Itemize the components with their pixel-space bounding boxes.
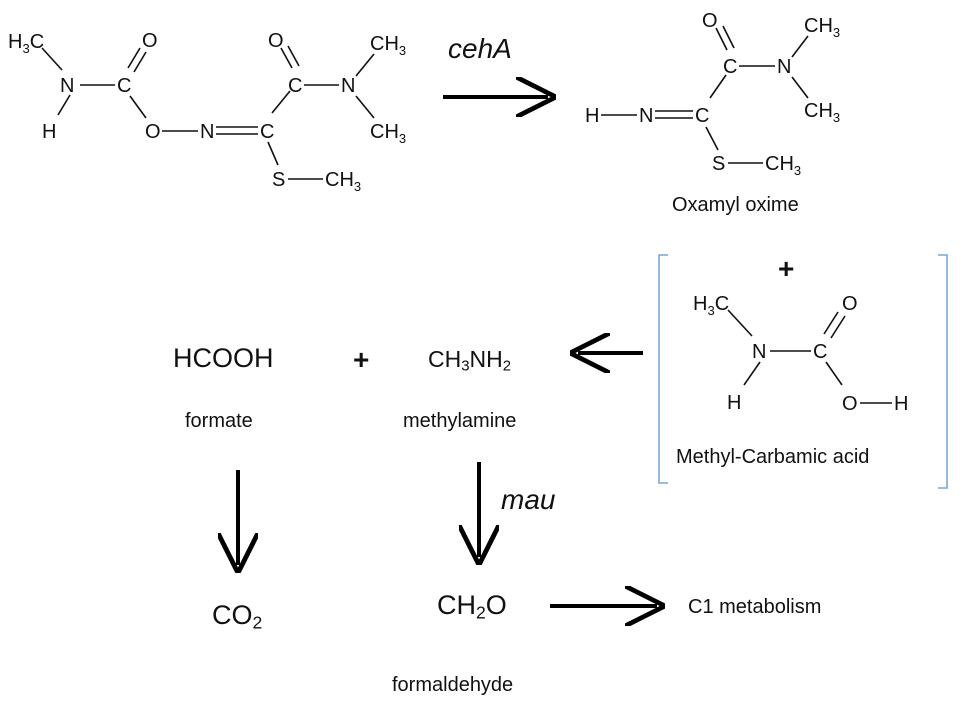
atom-ch3-6: CH3 [765,153,801,178]
formaldehyde-label: formaldehyde [392,674,514,696]
methyl-carbamic-acid-label: Methyl-Carbamic acid [676,446,870,468]
bracket-left [658,254,668,484]
oxamyl-oxime-label: Oxamyl oxime [672,194,799,216]
bond [287,45,300,67]
bond [271,90,291,114]
atom-o-4: O [702,10,718,32]
formaldehyde-formula: CH2O [437,590,507,623]
bond [722,25,735,49]
atom-o-2: O [145,121,161,143]
atom-c-6: C [813,341,827,363]
bond [743,361,761,386]
atom-c-3: C [288,75,302,97]
atom-o-1: O [142,30,158,52]
atom-h3c-1: H3C [8,31,44,56]
bond [715,27,728,51]
atom-o-5: O [842,293,858,315]
atom-s-1: S [272,169,285,191]
plus-sign-middle: + [353,344,370,375]
atom-ch3-3: CH3 [325,169,361,194]
bond [825,361,843,386]
atom-n-4: N [639,105,653,127]
atom-h-1: H [42,121,56,143]
bracket-right [938,254,948,489]
oxamyl-structure: H3C N H C O O N C C O N CH3 CH3 S CH3 [8,30,406,194]
bond [57,94,71,116]
atom-ch3-5: CH3 [804,100,840,125]
atom-c-2: C [260,121,274,143]
bond [133,51,147,73]
c1-metabolism-label: C1 metabolism [688,596,822,618]
atom-n-2: N [200,121,214,143]
formate-formula: HCOOH [173,343,274,373]
atom-n-6: N [752,341,766,363]
methylamine-formula: CH3NH2 [428,346,512,375]
atom-h3c-2: H3C [693,293,729,318]
atom-n-1: N [60,75,74,97]
methyl-carbamic-acid-structure: H3C N H C O O H [693,293,908,415]
bond [41,47,63,71]
bond [705,126,719,151]
formate-label: formate [185,410,253,432]
bond [823,311,839,335]
atom-s-2: S [712,153,725,175]
bond [127,47,141,69]
methylamine-label: methylamine [403,410,517,432]
bond [791,35,809,58]
atom-o-3: O [268,30,284,52]
bond [355,95,375,119]
atom-o-6: O [842,393,858,415]
co2-formula: CO2 [212,600,263,633]
bond [129,95,147,119]
bond [791,76,809,99]
bond [709,74,727,99]
bond [267,141,279,166]
atom-h-2: H [585,105,599,127]
plus-sign-right: + [778,253,795,284]
atom-c-1: C [117,75,131,97]
bond [355,53,375,77]
atom-ch3-1: CH3 [370,33,406,58]
atom-n-5: N [777,56,791,78]
enzyme-mau-label: mau [501,484,556,515]
atom-c-4: C [695,105,709,127]
bond [830,315,846,339]
atom-ch3-4: CH3 [804,15,840,40]
atom-h-3: H [727,392,741,414]
bond [727,309,753,337]
atom-ch3-2: CH3 [370,121,406,146]
atom-n-3: N [341,75,355,97]
atom-c-5: C [723,56,737,78]
bond [280,47,293,69]
enzyme-ceha-label: cehA [448,33,512,64]
atom-h-4: H [894,393,908,415]
oxamyl-oxime-structure: H N C C O N CH3 CH3 S CH3 [585,10,840,178]
